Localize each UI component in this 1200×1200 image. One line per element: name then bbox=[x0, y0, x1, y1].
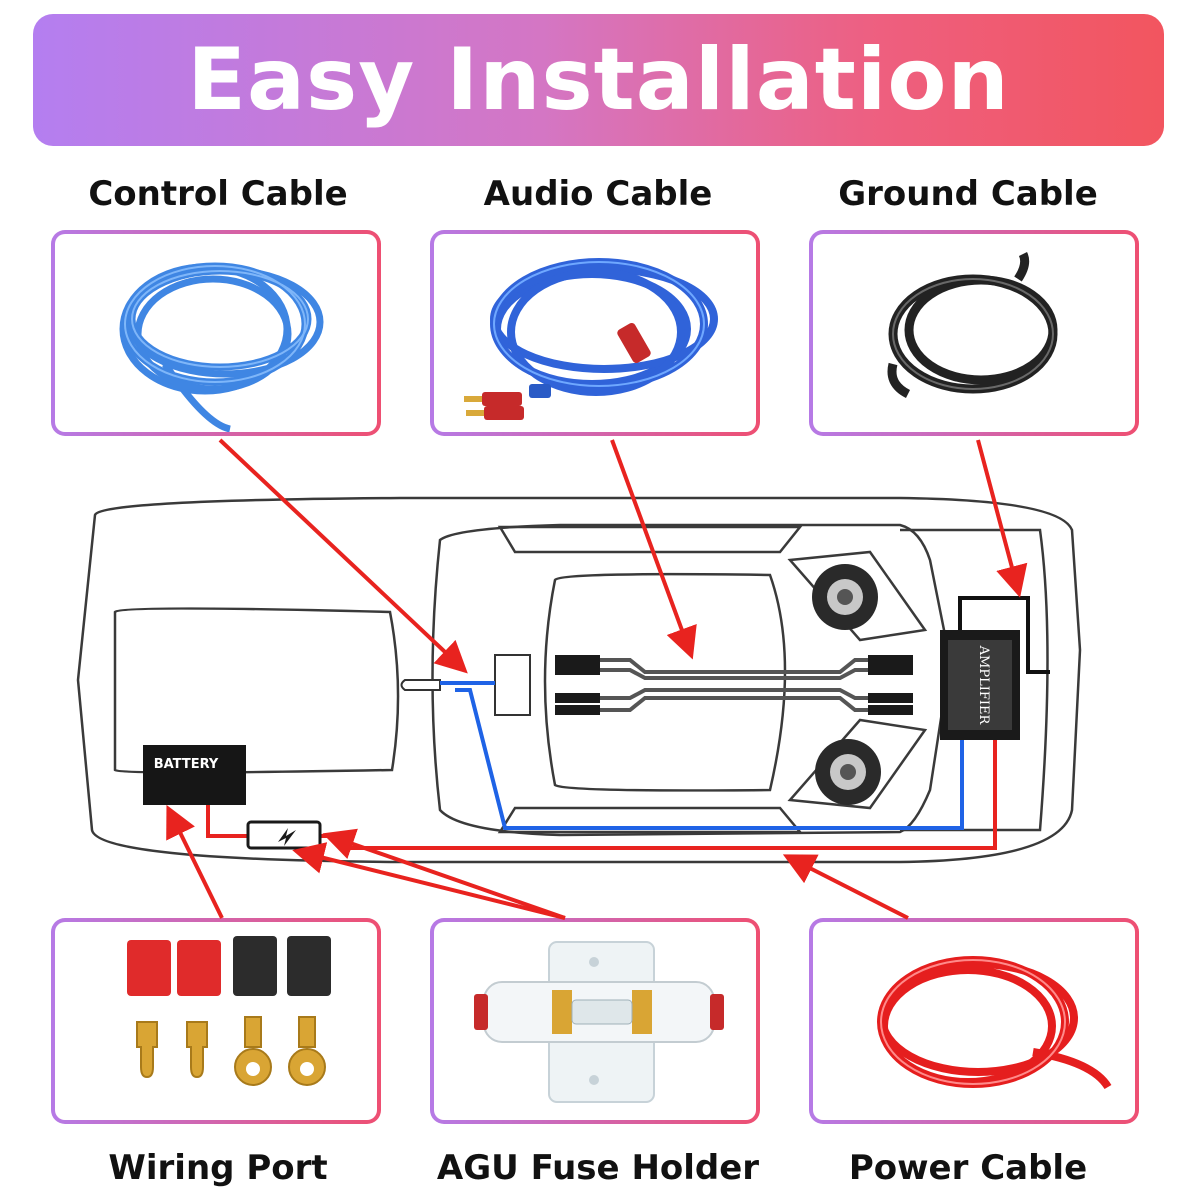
black-cable-coil-image bbox=[887, 251, 1058, 399]
car-outline bbox=[76, 496, 1082, 864]
callout-arrows bbox=[166, 438, 1028, 920]
power-cable-label: Power Cable bbox=[848, 1148, 1088, 1188]
control-wire bbox=[440, 681, 964, 830]
title-banner: Easy Installation bbox=[33, 14, 1164, 146]
power-cable-arrow bbox=[782, 854, 909, 920]
amplifier-label: AMPLIFIER bbox=[976, 645, 991, 726]
fuse-holder-label: AGU Fuse Holder bbox=[436, 1148, 760, 1188]
fuse-holder-card bbox=[430, 918, 760, 1124]
blue-cable-coil-image bbox=[119, 262, 324, 432]
ground-cable-label: Ground Cable bbox=[838, 174, 1098, 214]
rca-plugs bbox=[555, 655, 913, 715]
rear-speaker-top bbox=[812, 564, 878, 630]
battery: BATTERY bbox=[143, 745, 246, 805]
battery-label: BATTERY bbox=[154, 757, 219, 772]
wiring-port-arrow bbox=[166, 804, 224, 919]
fuse-holder-arrow-2 bbox=[322, 828, 566, 920]
inline-fuse bbox=[246, 820, 322, 850]
amplifier: AMPLIFIER bbox=[940, 630, 1020, 740]
red-cable-coil-image bbox=[877, 956, 1112, 1090]
wiring-port-label: Wiring Port bbox=[108, 1148, 328, 1188]
rca-audio-cable-image bbox=[464, 258, 718, 420]
control-cable-label: Control Cable bbox=[88, 174, 348, 214]
wiring-port-card bbox=[51, 918, 381, 1124]
fuse-holder-arrow bbox=[292, 842, 566, 920]
ground-cable-card bbox=[809, 230, 1139, 436]
audio-cable-card bbox=[430, 230, 760, 436]
control-cable-arrow bbox=[218, 438, 468, 674]
page-title: Easy Installation bbox=[187, 30, 1010, 130]
audio-cable-label: Audio Cable bbox=[483, 174, 713, 214]
agu-fuse-holder-image bbox=[474, 941, 724, 1103]
ground-cable-arrow bbox=[976, 439, 1028, 598]
power-cable-card bbox=[809, 918, 1139, 1124]
control-cable-card bbox=[51, 230, 381, 436]
rca-cable-bundle bbox=[600, 658, 890, 712]
rear-speaker-bottom bbox=[815, 739, 881, 805]
head-unit-connector bbox=[400, 654, 531, 716]
terminals-and-sleeves-image bbox=[127, 936, 331, 1086]
ground-wire bbox=[958, 596, 1050, 674]
audio-cable-arrow bbox=[610, 439, 697, 660]
